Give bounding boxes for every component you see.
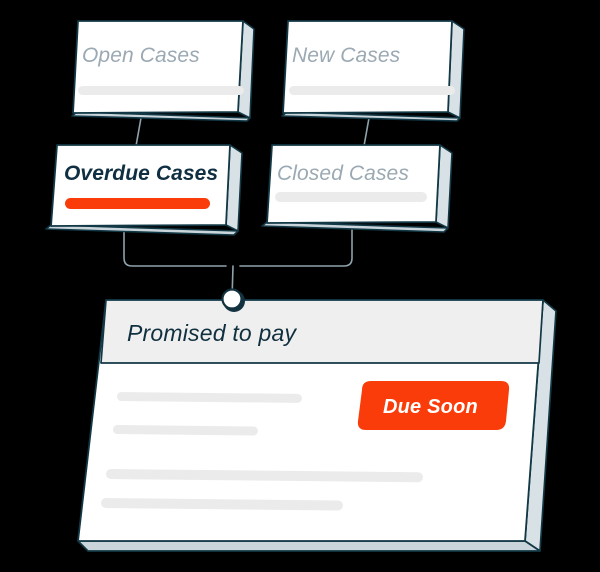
card-open-cases-bottom <box>71 111 251 122</box>
card-closed-cases-face <box>266 144 441 224</box>
card-open-cases-face <box>72 20 244 114</box>
card-overdue-cases-face <box>50 144 231 227</box>
card-new-cases-face <box>282 20 453 114</box>
card-open-cases[interactable]: Open Cases <box>71 20 255 122</box>
connector-new-to-closed <box>363 117 370 147</box>
connector-open-to-overdue <box>135 117 142 147</box>
panel-line-2 <box>112 425 258 436</box>
card-overdue-cases-bottom <box>45 224 239 236</box>
panel-bottom-edge <box>77 540 541 552</box>
panel-header <box>100 299 544 364</box>
due-soon-badge-shape <box>357 381 510 430</box>
panel-title: Promised to pay <box>127 320 297 346</box>
due-soon-badge-label: Due Soon <box>383 396 478 418</box>
card-new-cases-label: New Cases <box>292 44 401 67</box>
card-new-cases-bar <box>289 86 455 95</box>
connector-closed-to-node <box>239 228 353 267</box>
card-overdue-cases-label: Overdue Cases <box>64 162 218 185</box>
card-closed-cases[interactable]: Closed Cases <box>261 144 453 233</box>
connector-group <box>123 117 370 300</box>
card-new-cases-bottom <box>281 111 461 122</box>
panel-content-lines <box>100 392 423 511</box>
card-overdue-cases-bar <box>65 198 210 209</box>
card-closed-cases-bottom <box>261 221 449 233</box>
connector-overdue-to-node <box>123 231 227 267</box>
card-new-cases[interactable]: New Cases <box>281 20 465 122</box>
card-closed-cases-label: Closed Cases <box>277 162 409 185</box>
panel-line-1 <box>116 392 302 403</box>
card-closed-cases-bar <box>275 192 427 202</box>
merge-node-circle <box>221 288 243 310</box>
card-overdue-cases[interactable]: Overdue Cases <box>45 144 243 236</box>
panel-line-3 <box>105 469 423 483</box>
due-soon-badge[interactable]: Due Soon <box>357 381 510 430</box>
promised-to-pay-panel[interactable]: Promised to pay Due Soon <box>77 299 557 552</box>
card-open-cases-label: Open Cases <box>82 44 200 67</box>
card-open-cases-bar <box>78 86 244 95</box>
panel-line-4 <box>100 498 343 511</box>
merge-node[interactable] <box>221 288 246 313</box>
